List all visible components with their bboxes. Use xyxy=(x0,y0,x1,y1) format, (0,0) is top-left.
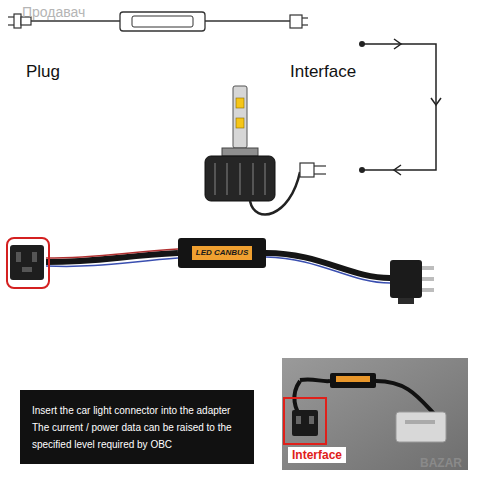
plug-icon-part xyxy=(8,16,14,17)
installation-photo-part xyxy=(296,416,301,424)
harness-photo-part xyxy=(32,252,37,262)
installation-photo-part xyxy=(292,410,318,436)
module-icon-part xyxy=(120,12,205,31)
cable-line-part xyxy=(205,20,290,21)
led-bulb-part xyxy=(205,156,275,201)
harness-photo-part xyxy=(422,288,434,292)
installation-photo-part xyxy=(405,420,435,424)
installation-photo-part xyxy=(330,373,376,388)
led-bulb-part xyxy=(236,98,244,108)
harness-photo-part xyxy=(390,260,422,298)
instruction-text: Insert the car light connector into the … xyxy=(32,402,242,453)
connection-bracket-part xyxy=(394,165,401,175)
connection-bracket-part xyxy=(431,98,441,105)
module-icon-part xyxy=(132,16,193,27)
harness-photo-part xyxy=(398,298,414,304)
watermark: BAZAR xyxy=(420,456,462,470)
led-bulb-part xyxy=(264,163,266,195)
connection-bracket-part xyxy=(394,39,401,49)
harness-photo-part xyxy=(422,266,434,270)
led-bulb-part xyxy=(222,148,258,156)
interface-icon-part xyxy=(302,24,308,25)
caption-box: Insert the car light connector into the … xyxy=(20,390,254,464)
installation-photo-part xyxy=(309,416,314,424)
interface-icon-part xyxy=(290,15,302,28)
module-icon xyxy=(120,12,205,31)
led-bulb-part xyxy=(252,163,254,195)
harness-photo-part xyxy=(16,252,21,262)
led-bulb-part xyxy=(300,163,314,177)
harness-photo-part xyxy=(46,249,178,258)
watermark: Продавач xyxy=(22,4,85,20)
harness-photo-part xyxy=(7,238,49,288)
harness-photo-part xyxy=(46,258,178,266)
interface-icon xyxy=(290,15,308,28)
led-bulb-part xyxy=(314,173,326,174)
connection-bracket-part xyxy=(362,44,436,170)
led-bulb-part xyxy=(239,163,241,195)
led-bulb-part xyxy=(226,163,228,195)
harness-photo-part xyxy=(422,277,434,281)
installation-photo-part xyxy=(396,412,446,442)
interface-icon-part xyxy=(302,17,308,18)
plug-icon-part xyxy=(8,24,14,25)
cable-line-part xyxy=(31,20,120,21)
installation-photo-part xyxy=(336,376,370,382)
installation-photo xyxy=(282,358,468,470)
harness-photo-part xyxy=(266,257,390,283)
canbus-module: LED CANBUS xyxy=(178,238,266,268)
installation-photo-part xyxy=(284,398,326,444)
led-bulb-part xyxy=(214,163,216,195)
led-bulb-part xyxy=(250,172,300,215)
harness-photo-part xyxy=(22,267,32,272)
harness-photo xyxy=(7,238,434,304)
callout-label: Interface xyxy=(288,447,346,463)
part-label: Interface xyxy=(290,62,356,82)
plug-icon-part xyxy=(14,14,21,28)
installation-photo-part xyxy=(300,379,330,381)
led-bulb-part xyxy=(314,165,326,166)
module-label: LED CANBUS xyxy=(192,246,252,260)
led-bulb-part xyxy=(236,118,244,128)
harness-photo-part xyxy=(10,245,44,280)
connection-bracket xyxy=(359,39,441,175)
led-bulb-part xyxy=(233,86,247,148)
harness-photo-part xyxy=(266,253,390,278)
installation-photo-part xyxy=(282,358,468,470)
led-bulb xyxy=(205,86,326,215)
part-label: Plug xyxy=(26,62,60,82)
